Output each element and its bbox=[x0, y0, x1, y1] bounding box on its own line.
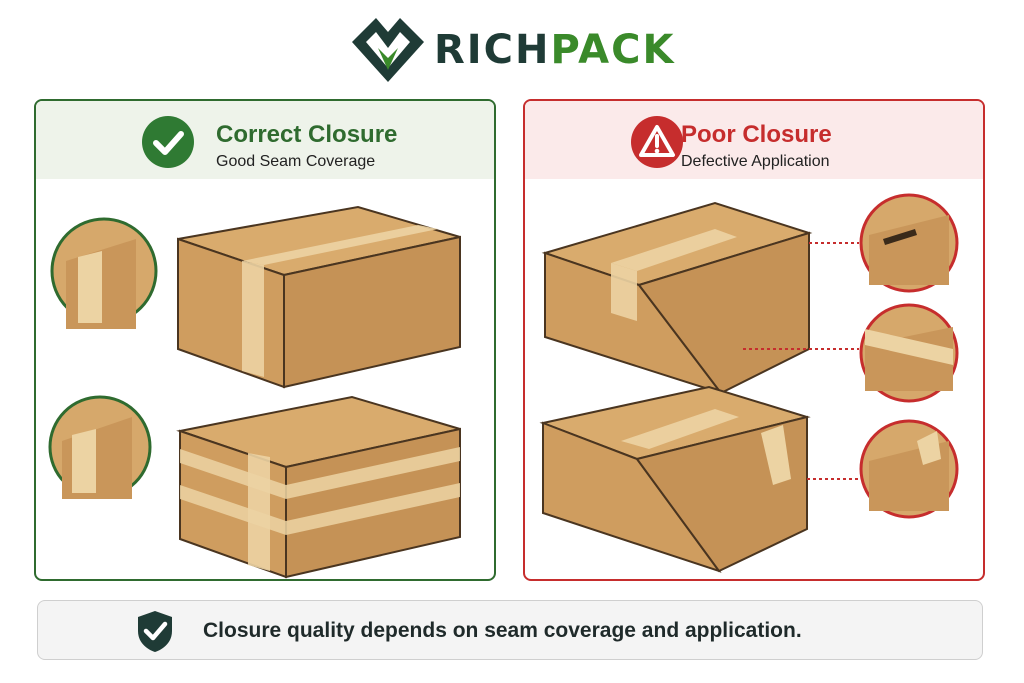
warning-triangle-icon bbox=[631, 116, 683, 168]
poor-closure-header: Poor Closure Defective Application bbox=[525, 101, 983, 179]
footer-message: Closure quality depends on seam coverage… bbox=[203, 619, 802, 642]
correct-closure-header: Correct Closure Good Seam Coverage bbox=[36, 101, 494, 179]
defect-callout-lines bbox=[743, 242, 859, 480]
brand-name-part2: PACK bbox=[550, 27, 676, 73]
poor-closure-subtitle: Defective Application bbox=[681, 153, 830, 170]
zoom-detail-defect-2 bbox=[859, 303, 959, 403]
zoom-detail-defect-1 bbox=[859, 193, 959, 293]
poor-closure-title: Poor Closure bbox=[681, 121, 832, 148]
well-taped-box-2 bbox=[176, 395, 461, 579]
poor-closure-illustration bbox=[539, 193, 959, 573]
correct-closure-illustration bbox=[48, 205, 461, 579]
brand-name-part1: RICH bbox=[434, 27, 551, 73]
zoom-detail-good-1 bbox=[50, 217, 158, 329]
shield-check-icon bbox=[138, 611, 172, 652]
correct-closure-subtitle: Good Seam Coverage bbox=[216, 153, 376, 170]
poorly-taped-box-2 bbox=[539, 385, 811, 573]
zoom-detail-defect-3 bbox=[859, 419, 959, 519]
check-circle-icon bbox=[142, 116, 194, 168]
brand-name: RICHPACK bbox=[434, 27, 675, 73]
correct-closure-panel: Correct Closure Good Seam Coverage bbox=[34, 99, 496, 581]
zoom-detail-good-2 bbox=[48, 395, 152, 499]
summary-footer: Closure quality depends on seam coverage… bbox=[37, 600, 983, 660]
correct-closure-title: Correct Closure bbox=[216, 121, 398, 148]
richpack-logo-icon bbox=[352, 18, 424, 82]
poorly-taped-box-1 bbox=[541, 201, 813, 395]
brand-logo: RICHPACK bbox=[352, 18, 675, 82]
poor-closure-panel: Poor Closure Defective Application bbox=[523, 99, 985, 581]
well-taped-box-1 bbox=[177, 205, 461, 389]
